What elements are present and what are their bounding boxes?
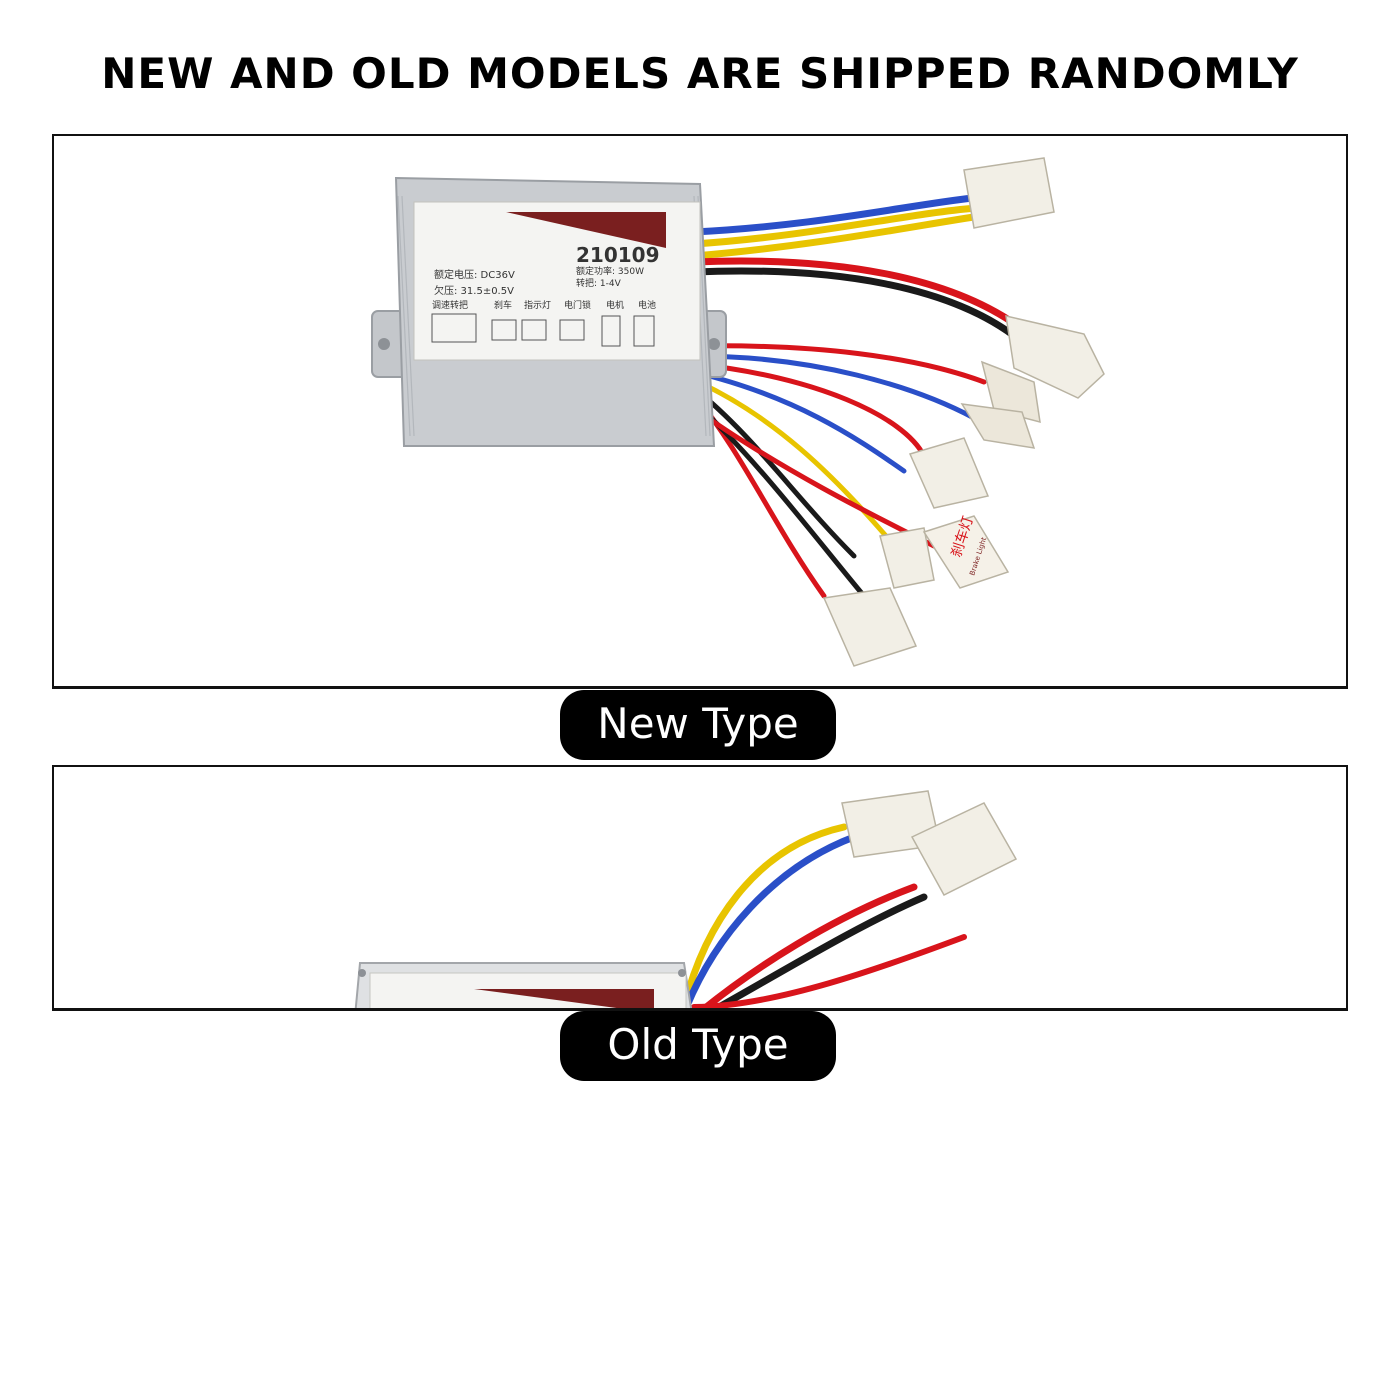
new-rated-voltage: 额定电压: DC36V: [434, 268, 515, 281]
new-type-panel: 刹车灯 Brake Light 210109 额定功率: 350W 转把: 1-…: [52, 134, 1348, 689]
new-type-label: New Type: [560, 690, 836, 760]
new-controller-illustration: 刹车灯 Brake Light 210109 额定功率: 350W 转把: 1-…: [371, 157, 1105, 667]
new-port-throttle: 调速转把: [432, 299, 468, 311]
old-rivet-right: [678, 969, 686, 977]
new-port-brake: 刹车: [494, 299, 512, 311]
old-wire-harness: [680, 823, 967, 1008]
new-mount-hole-left: [378, 338, 390, 350]
page-headline: NEW AND OLD MODELS ARE SHIPPED RANDOMLY: [101, 49, 1299, 98]
new-port-diagram: [431, 313, 655, 347]
old-label-accent: [474, 989, 654, 1008]
old-controller-housing: [354, 962, 693, 1008]
new-port-indicator: 指示灯: [524, 299, 551, 311]
new-rated-power: 额定功率: 350W: [576, 265, 644, 277]
new-label-accent: [506, 212, 666, 248]
new-controller-housing: [371, 176, 727, 447]
new-port-labels: 调速转把 刹车 指示灯 电门锁 电机 电池: [432, 299, 656, 311]
old-connectors: [841, 790, 1018, 896]
old-type-panel: [52, 765, 1348, 1011]
old-rivet-left: [358, 969, 366, 977]
new-port-battery: 电池: [638, 299, 656, 311]
new-connectors: [822, 157, 1105, 667]
new-model-number: 210109: [576, 243, 660, 267]
old-controller-illustration: [354, 790, 1018, 1008]
old-type-label: Old Type: [560, 1011, 836, 1081]
new-mount-hole-right: [708, 338, 720, 350]
new-port-motor: 电机: [606, 299, 624, 311]
new-throttle-range: 转把: 1-4V: [576, 277, 622, 289]
new-port-key-lock: 电门锁: [564, 299, 591, 311]
new-undervoltage: 欠压: 31.5±0.5V: [434, 284, 514, 297]
